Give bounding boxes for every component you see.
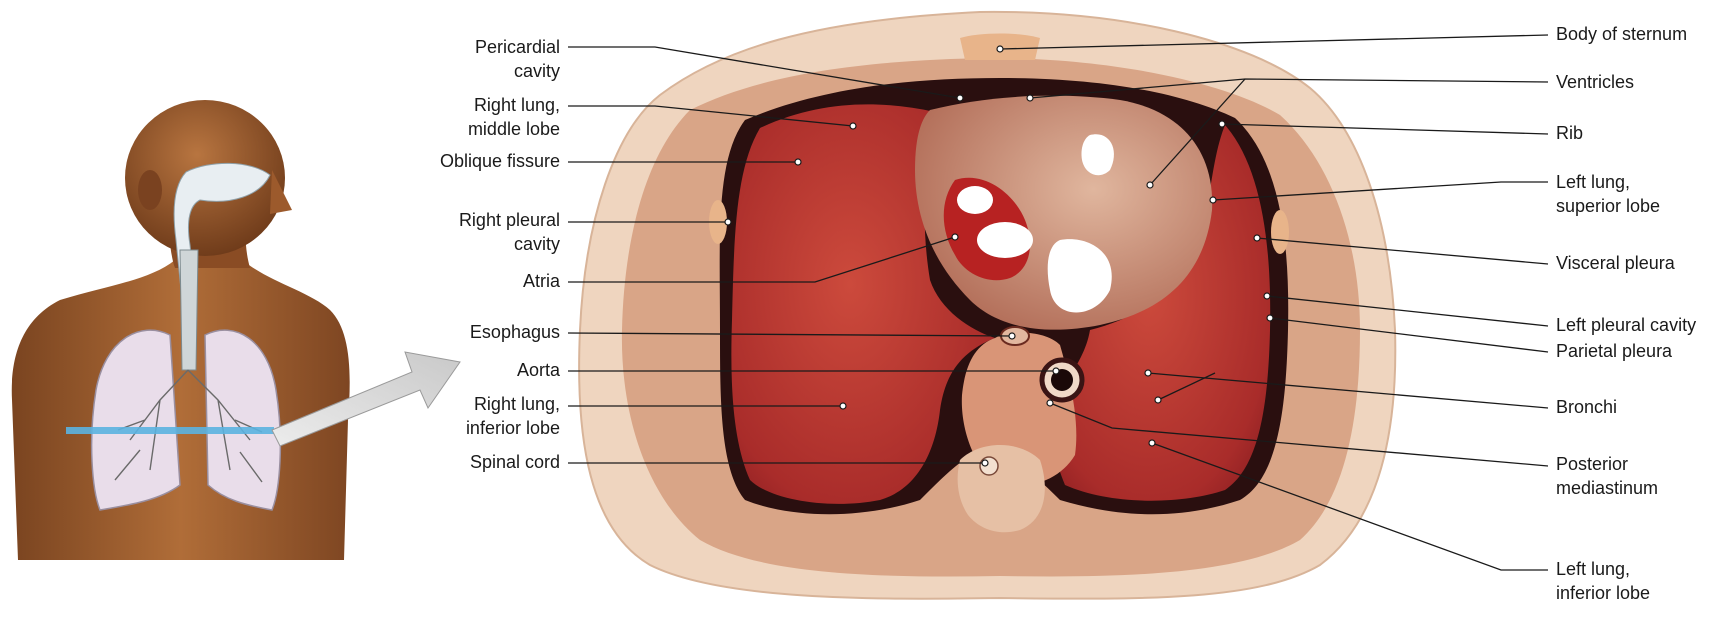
visceral-pleura-pointer-dot: [1254, 235, 1260, 241]
spinal-cord-label-line: Spinal cord: [470, 452, 560, 472]
ventricles-2-pointer-dot: [1147, 182, 1153, 188]
pericardial-cavity-label-line: cavity: [514, 61, 560, 81]
ventricles-label-line: Ventricles: [1556, 72, 1634, 92]
oblique-fissure-label-line: Oblique fissure: [440, 151, 560, 171]
left-lung-superior-label-line: Left lung,: [1556, 172, 1630, 192]
atrium-lumen-1: [977, 222, 1033, 258]
pericardial-cavity-label: Pericardial cavity: [475, 37, 560, 81]
bronchi-pointer-dot: [1145, 370, 1151, 376]
ear: [138, 170, 162, 210]
rib-label-line: Rib: [1556, 123, 1583, 143]
rib-label: Rib: [1556, 123, 1583, 143]
right-lung-inferior-label: Right lung, inferior lobe: [466, 394, 560, 438]
bronchi-2-pointer-dot: [1155, 397, 1161, 403]
esophagus-pointer-dot: [1009, 333, 1015, 339]
right-lung-middle-pointer-dot: [850, 123, 856, 129]
ventricles-pointer-dot: [1027, 95, 1033, 101]
visceral-pleura-label: Visceral pleura: [1556, 253, 1676, 273]
right-lung-inferior-label-line: Right lung,: [474, 394, 560, 414]
right-pleural-cavity-pointer-dot: [725, 219, 731, 225]
aorta-pointer-dot: [1053, 368, 1059, 374]
rib-pointer-dot: [1219, 121, 1225, 127]
aorta-label-line: Aorta: [517, 360, 561, 380]
atria-label: Atria: [523, 271, 561, 291]
pericardial-cavity-pointer-dot: [957, 95, 963, 101]
bronchi-label: Bronchi: [1556, 397, 1617, 417]
right-lung-middle-label-line: middle lobe: [468, 119, 560, 139]
right-lung-inferior-pointer-dot: [840, 403, 846, 409]
oblique-fissure-pointer-dot: [795, 159, 801, 165]
left-pleural-cavity-label-line: Left pleural cavity: [1556, 315, 1696, 335]
left-lung-inferior-label-line: inferior lobe: [1556, 583, 1650, 603]
right-lung-middle-label: Right lung, middle lobe: [468, 95, 560, 139]
right-pleural-cavity-label: Right pleural cavity: [459, 210, 560, 254]
ventricles-label: Ventricles: [1556, 72, 1634, 92]
left-lung-inferior-pointer-dot: [1149, 440, 1155, 446]
posterior-mediastinum-label-line: Posterior: [1556, 454, 1628, 474]
atrium-lumen-2: [957, 186, 993, 214]
left-lung-superior-label-line: superior lobe: [1556, 196, 1660, 216]
atria-pointer-dot: [952, 234, 958, 240]
posterior-mediastinum-label: Posterior mediastinum: [1556, 454, 1658, 498]
esophagus-label: Esophagus: [470, 322, 560, 342]
atria-label-line: Atria: [523, 271, 561, 291]
parietal-pleura-pointer-dot: [1267, 315, 1273, 321]
spinal-cord-pointer-dot: [982, 460, 988, 466]
torso-illustration: [12, 100, 350, 560]
body-of-sternum-label-line: Body of sternum: [1556, 24, 1687, 44]
body-of-sternum-pointer-dot: [997, 46, 1003, 52]
cross-section-photo: [579, 12, 1395, 599]
aorta-label: Aorta: [517, 360, 561, 380]
left-pleural-cavity-pointer-dot: [1264, 293, 1270, 299]
visceral-pleura-label-line: Visceral pleura: [1556, 253, 1676, 273]
left-lung-inferior-label-line: Left lung,: [1556, 559, 1630, 579]
body-of-sternum-label: Body of sternum: [1556, 24, 1687, 44]
left-pleural-cavity-label: Left pleural cavity: [1556, 315, 1696, 335]
left-lung-inferior-label: Left lung, inferior lobe: [1556, 559, 1650, 603]
pericardial-cavity-label-line: Pericardial: [475, 37, 560, 57]
spinal-cord-label: Spinal cord: [470, 452, 560, 472]
parietal-pleura-label-line: Parietal pleura: [1556, 341, 1673, 361]
bronchi-label-line: Bronchi: [1556, 397, 1617, 417]
posterior-mediastinum-label-line: mediastinum: [1556, 478, 1658, 498]
esophagus-label-line: Esophagus: [470, 322, 560, 342]
right-pleural-cavity-label-line: Right pleural: [459, 210, 560, 230]
trachea: [180, 250, 198, 370]
right-lung-inferior-label-line: inferior lobe: [466, 418, 560, 438]
left-lung-superior-pointer-dot: [1210, 197, 1216, 203]
spinal-cord-shape: [980, 457, 998, 475]
parietal-pleura-label: Parietal pleura: [1556, 341, 1673, 361]
right-pleural-cavity-label-line: cavity: [514, 234, 560, 254]
rib-left: [1271, 210, 1289, 254]
left-lung-superior-label: Left lung, superior lobe: [1556, 172, 1660, 216]
oblique-fissure-label: Oblique fissure: [440, 151, 560, 171]
section-plane-marker: [66, 427, 274, 434]
right-lung-middle-label-line: Right lung,: [474, 95, 560, 115]
ventricle-lumen-upper: [1081, 134, 1113, 175]
posterior-mediastinum-pointer-dot: [1047, 400, 1053, 406]
